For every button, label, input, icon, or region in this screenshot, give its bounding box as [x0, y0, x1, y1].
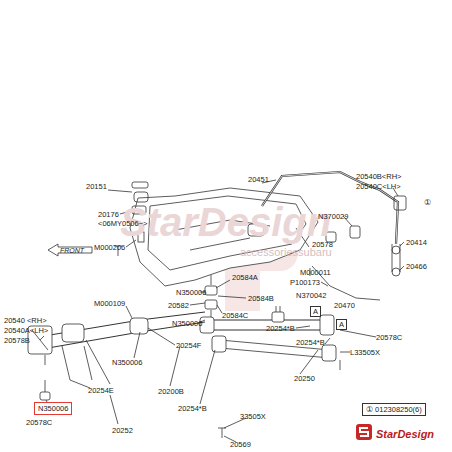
logo-text: StarDesign: [376, 428, 434, 441]
callout-number: L33505X: [350, 348, 380, 357]
callout-number: 20569: [230, 440, 251, 449]
callout-number: 20470: [334, 301, 355, 310]
callout-number: 20254F: [176, 341, 201, 350]
reference-box: A: [336, 319, 347, 330]
callout-number: 20151: [86, 182, 107, 191]
callout-number: 20250: [294, 374, 315, 383]
callout-number: M000206: [94, 243, 125, 252]
callout-number: 20584B: [248, 294, 274, 303]
part-number: A: [313, 307, 318, 316]
callout-number: N370042: [296, 291, 326, 300]
callout-number: 20176: [98, 210, 119, 219]
callout-number: 20584A: [232, 273, 258, 282]
callout-number: 20252: [112, 426, 133, 435]
part-number: N350006: [38, 404, 68, 413]
callout-number: ①: [424, 198, 431, 207]
callout-number: 20540 <RH>: [4, 316, 47, 325]
callout-number: 20254*B: [296, 338, 325, 347]
callout-number: 33505X: [240, 412, 266, 421]
callout-number: M000011: [300, 268, 331, 277]
callout-number: 20254E: [88, 386, 114, 395]
callout-number: 20414: [406, 238, 427, 247]
reference-box: A: [310, 306, 321, 317]
callout-number: <06MY0506~>: [98, 219, 147, 228]
callout-number: N370029: [318, 212, 348, 221]
callout-number: 20540B<RH>: [356, 172, 401, 181]
highlight-box: N350006: [34, 402, 72, 415]
callout-number: 20584C: [222, 311, 248, 320]
callout-number: N350006: [176, 288, 206, 297]
callout-number: 20200B: [158, 387, 184, 396]
callout-number: 20578C: [26, 418, 52, 427]
watermark: StarDesign: [120, 200, 331, 244]
callout-number: 20254*B: [266, 324, 295, 333]
callout-number: 20540A<LH>: [4, 326, 48, 335]
part-number: ① 012308250(6): [366, 405, 422, 414]
callout-number: 20466: [406, 262, 427, 271]
callout-number: P100173: [290, 278, 320, 287]
callout-number: 20582: [168, 301, 189, 310]
callout-number: 20540C<LH>: [356, 182, 401, 191]
callout-number: 20578: [312, 240, 333, 249]
note-box: ① 012308250(6): [362, 403, 426, 416]
callout-number: N350006: [172, 319, 202, 328]
callout-number: 20451: [248, 175, 269, 184]
callout-number: M000109: [94, 299, 125, 308]
callout-number: 20254*B: [178, 404, 207, 413]
part-number: A: [339, 320, 344, 329]
callout-number: 20578C: [376, 333, 402, 342]
logo-badge: [356, 424, 372, 440]
direction-label: FRONT: [60, 246, 84, 255]
callout-number: 20578B: [4, 336, 30, 345]
callout-number: N350006: [112, 358, 142, 367]
